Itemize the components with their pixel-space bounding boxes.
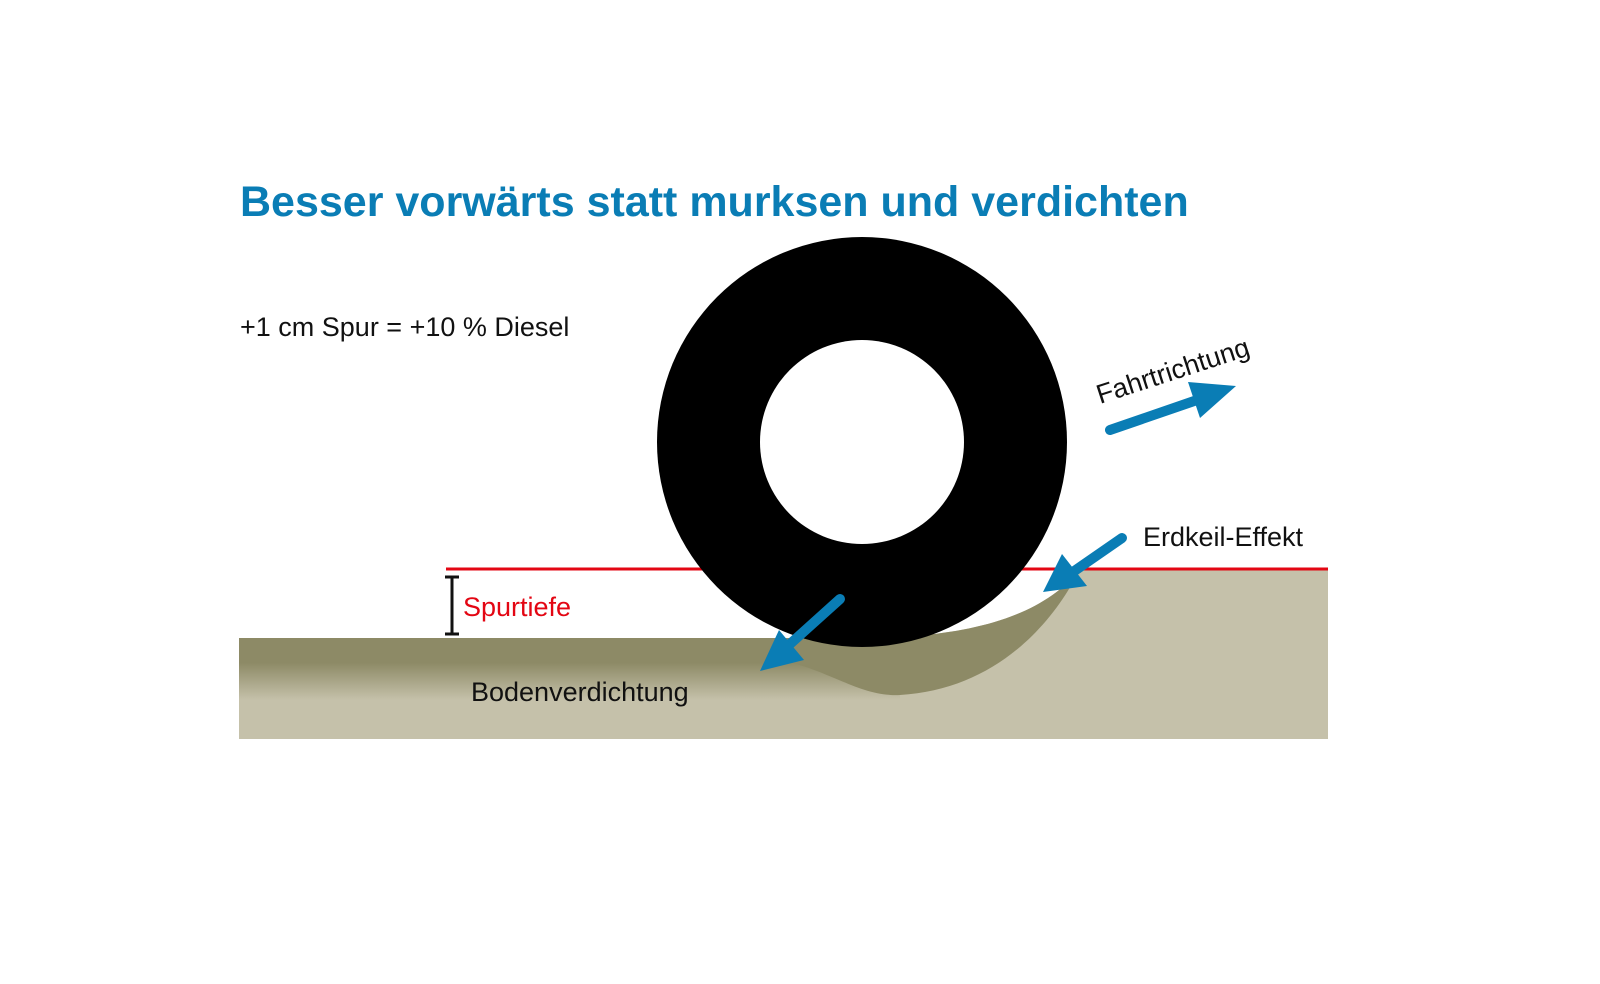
diesel-note: +1 cm Spur = +10 % Diesel bbox=[240, 312, 569, 342]
compaction-arrow bbox=[760, 594, 845, 671]
rut-depth-bracket bbox=[445, 575, 459, 636]
compacted-soil-band bbox=[239, 638, 900, 700]
diagram-title: Besser vorwärts statt murksen und verdic… bbox=[240, 178, 1189, 226]
wedge-arrow bbox=[1043, 533, 1127, 592]
compacted-soil-wedge bbox=[780, 569, 1080, 696]
direction-label: Fahrtrichtung bbox=[1093, 332, 1254, 410]
tire-rim-hole bbox=[760, 340, 964, 544]
wedge-label: Erdkeil-Effekt bbox=[1143, 522, 1304, 552]
direction-arrow bbox=[1105, 382, 1236, 435]
compaction-label: Bodenverdichtung bbox=[471, 677, 689, 707]
rut-depth-label: Spurtiefe bbox=[463, 592, 571, 622]
